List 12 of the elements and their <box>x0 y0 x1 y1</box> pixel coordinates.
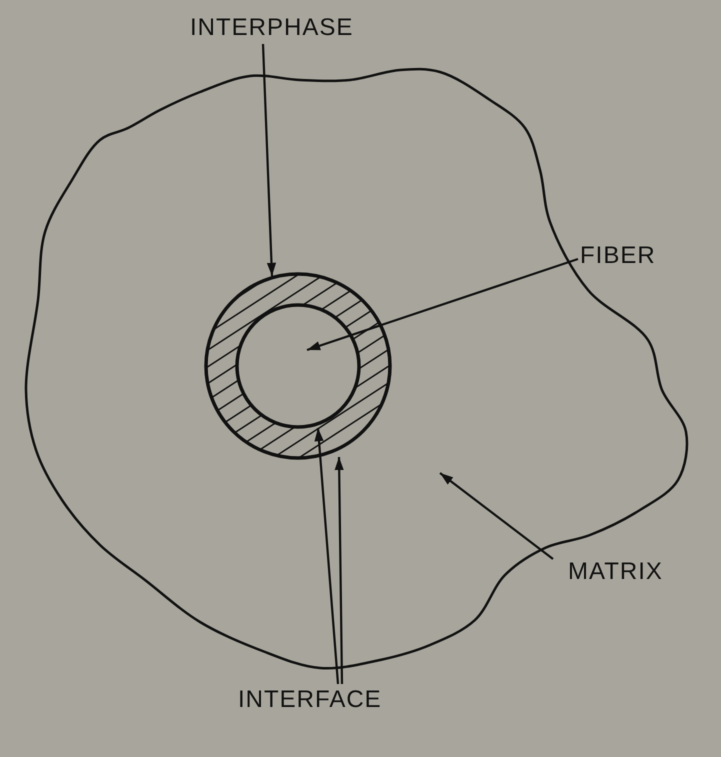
leader-line <box>306 258 578 352</box>
matrix-region <box>24 68 688 670</box>
interphase-label: INTERPHASE <box>190 16 354 40</box>
leader-line <box>439 472 554 560</box>
interface-label: INTERFACE <box>238 688 382 712</box>
fiber-circle <box>235 303 361 429</box>
leader-line <box>262 44 276 276</box>
interphase-ring <box>204 272 392 460</box>
fiber-label: FIBER <box>580 244 656 268</box>
matrix-label: MATRIX <box>568 560 663 584</box>
leader-line <box>334 456 344 684</box>
leader-line <box>314 428 340 684</box>
